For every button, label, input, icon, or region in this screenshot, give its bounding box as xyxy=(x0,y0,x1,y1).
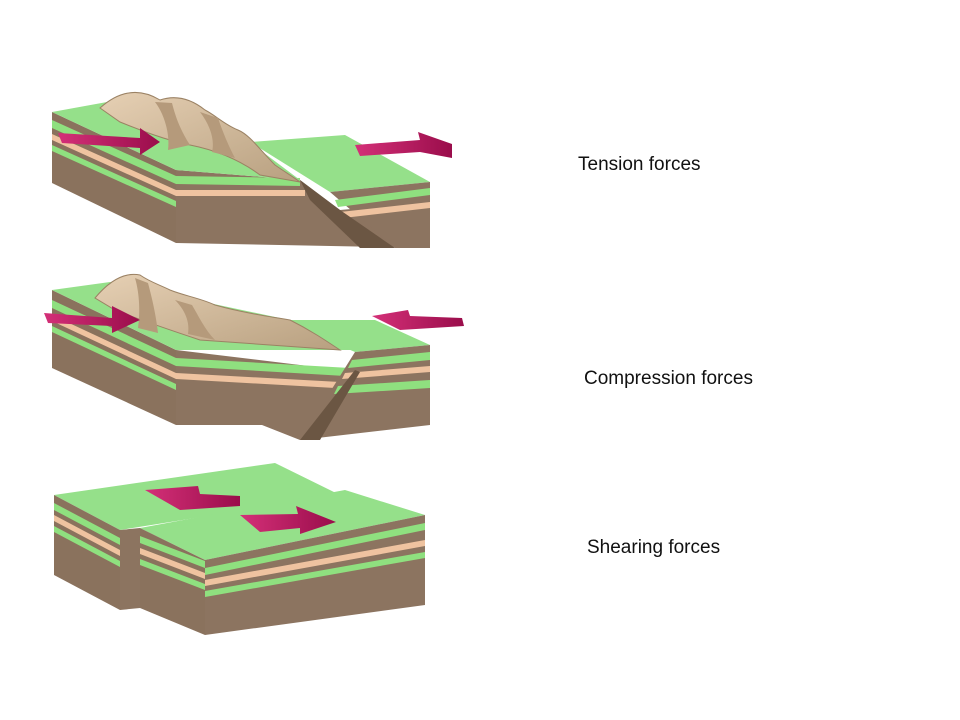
shearing-right-strata-tan1 xyxy=(140,548,205,579)
tension-left-strata-green2 xyxy=(52,145,176,207)
compression-right-green2 xyxy=(334,380,430,394)
compression-ridge-shade xyxy=(135,278,215,340)
tension-left-strata-tan1 xyxy=(52,134,176,196)
compression-ridge xyxy=(94,273,342,351)
shearing-front-tan1 xyxy=(205,540,425,586)
tension-fault-wedge xyxy=(300,180,395,248)
tension-right-green1 xyxy=(335,188,430,207)
compression-left-strata-tan1 xyxy=(52,315,176,379)
shearing-front-green1 xyxy=(205,523,425,575)
shearing-left-strata-tan1 xyxy=(54,515,120,556)
shearing-left-strata-green2 xyxy=(54,526,120,567)
force-arrow-icon xyxy=(372,310,464,330)
tension-front-green1 xyxy=(176,176,300,186)
compression-right-green1 xyxy=(348,352,430,368)
tension-right-top xyxy=(250,135,430,192)
force-arrow-icon xyxy=(44,306,140,333)
tension-block xyxy=(52,91,452,248)
tension-forces-label: Tension forces xyxy=(578,154,701,175)
shearing-front-green2 xyxy=(205,552,425,597)
force-arrow-icon xyxy=(145,486,240,510)
shearing-right-strata-green1 xyxy=(140,536,205,568)
force-arrow-icon xyxy=(58,128,160,155)
tension-right-tan1 xyxy=(340,202,430,218)
force-arrow-icon xyxy=(355,132,452,158)
shearing-block xyxy=(54,463,425,635)
compression-forces-label: Compression forces xyxy=(584,368,753,389)
force-arrow-icon xyxy=(240,506,336,534)
compression-left-strata-green2 xyxy=(52,326,176,390)
compression-front-tan1 xyxy=(176,373,340,388)
compression-right-top xyxy=(280,320,430,352)
tension-front-tan1 xyxy=(176,190,305,196)
tension-ridge-shade xyxy=(155,102,235,158)
compression-block xyxy=(44,273,464,440)
compression-right-tan1 xyxy=(342,366,430,379)
shearing-left-front xyxy=(120,528,140,610)
shearing-forces-label: Shearing forces xyxy=(587,537,721,558)
tension-ridge xyxy=(99,91,301,183)
shearing-left-strata-green1 xyxy=(54,503,120,545)
compression-fault-wedge xyxy=(300,370,360,440)
compression-front-green1 xyxy=(176,358,350,376)
shearing-right-strata-green2 xyxy=(140,559,205,590)
